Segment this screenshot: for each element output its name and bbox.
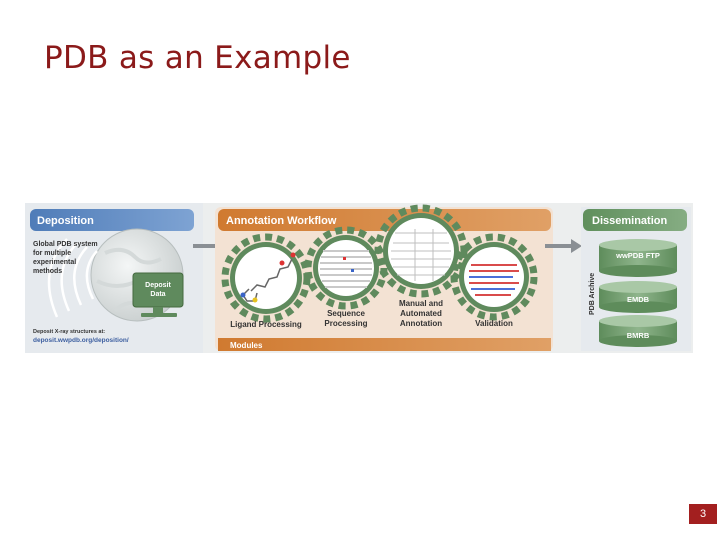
sequence-alignment-icon (320, 250, 372, 288)
deposition-footer-link[interactable]: deposit.wwpdb.org/deposition/ (33, 337, 129, 344)
gear-label-sequence-1: Sequence (327, 309, 365, 318)
pdb-workflow-figure: Deposition Global PDB system for multipl… (25, 203, 693, 353)
deposit-box-line-1: Deposit (145, 282, 171, 289)
gear-label-validation: Validation (475, 319, 513, 328)
deposition-panel: Deposition Global PDB system for multipl… (25, 203, 203, 353)
computer-icon (132, 272, 184, 317)
deposition-system-line-4: methods (33, 268, 62, 275)
gear-label-annotation-1: Manual and (399, 299, 443, 308)
gear-sequence-processing (304, 226, 388, 310)
page-number: 3 (689, 504, 717, 524)
database-cylinder-emdb (599, 281, 677, 313)
database-cylinder-wwpdb-ftp (599, 239, 677, 277)
gear-label-annotation-2: Automated (400, 309, 442, 318)
deposition-header: Deposition (37, 215, 94, 227)
gear-ligand-processing (221, 233, 311, 323)
database-cylinder-bmrb (599, 315, 677, 347)
annotation-header: Annotation Workflow (226, 215, 337, 227)
gear-label-sequence-2: Processing (324, 319, 367, 328)
deposition-system-line-1: Global PDB system (33, 241, 98, 248)
dissemination-panel: Dissemination PDB Archive wwPDB FTP EMDB… (581, 207, 691, 351)
pdb-archive-label: PDB Archive (589, 273, 596, 315)
gear-label-ligand: Ligand Processing (230, 320, 302, 329)
database-label-wwpdb-ftp: wwPDB FTP (615, 251, 660, 260)
deposition-system-line-2: for multiple (33, 250, 71, 257)
database-label-emdb: EMDB (627, 295, 650, 304)
annotation-table-icon (391, 229, 451, 281)
modules-label: Modules (230, 341, 263, 350)
dissemination-header-bar (583, 209, 687, 231)
deposition-footer-line: Deposit X-ray structures at: (33, 329, 105, 335)
annotation-panel: Annotation Workflow Modules Ligand Proce… (215, 204, 553, 351)
signal-waves-icon (47, 238, 98, 318)
annotation-header-bar (218, 209, 551, 231)
gear-label-annotation-3: Annotation (400, 319, 442, 328)
gear-validation (450, 233, 538, 321)
arrow-to-dissemination (545, 239, 582, 253)
deposit-box-line-2: Data (150, 291, 165, 298)
dissemination-header: Dissemination (592, 215, 667, 227)
validation-chart-icon (469, 264, 519, 296)
slide-title: PDB as an Example (44, 40, 351, 76)
gear-manual-automated-annotation (374, 204, 468, 298)
database-label-bmrb: BMRB (627, 331, 650, 340)
modules-bar (218, 338, 551, 351)
deposition-system-line-3: experimental (33, 259, 76, 266)
deposition-header-bar (30, 209, 194, 231)
